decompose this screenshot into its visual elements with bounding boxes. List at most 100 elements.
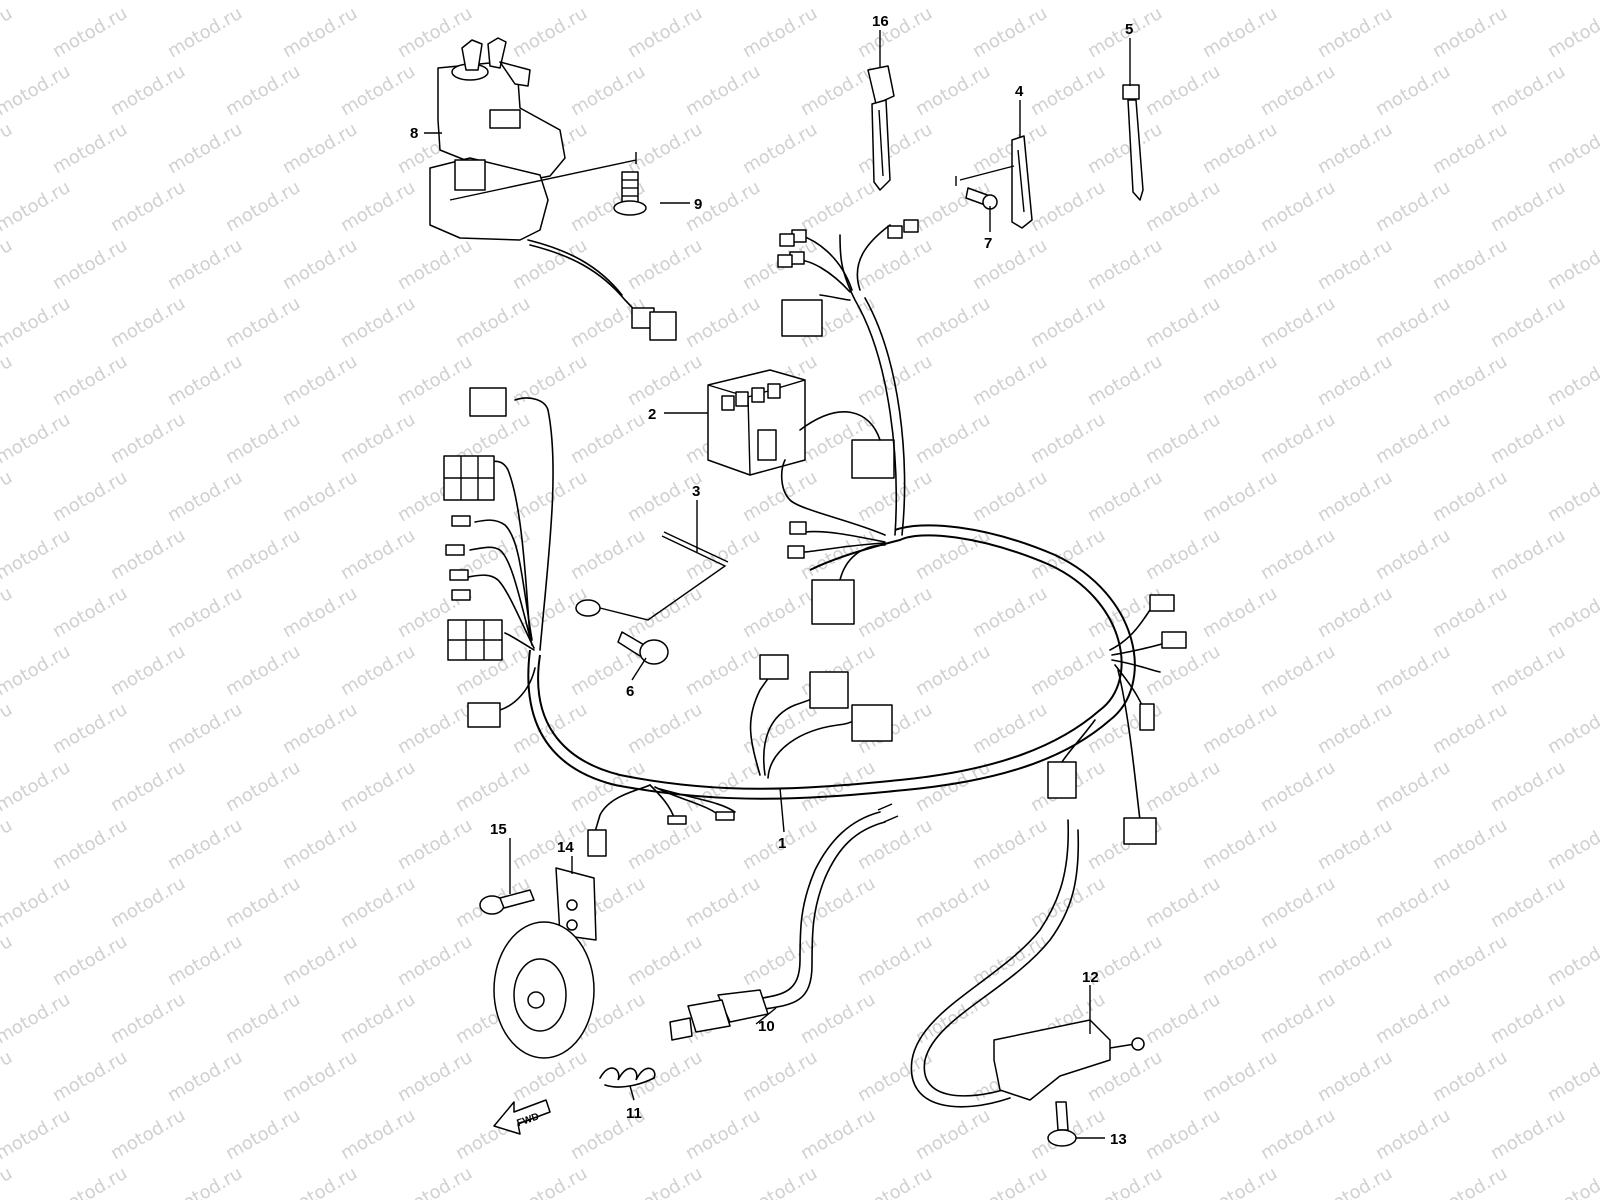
watermark-text: motod.ru bbox=[624, 583, 706, 642]
watermark-text: motod.ru bbox=[624, 931, 706, 990]
control-unit-2 bbox=[707, 369, 806, 476]
watermark-text: motod.ru bbox=[49, 467, 131, 526]
watermark-text: motod.ru bbox=[739, 3, 821, 62]
watermark-text: motod.ru bbox=[567, 525, 649, 584]
watermark-text: motod.ru bbox=[912, 177, 994, 236]
watermark-text: motod.ru bbox=[1544, 467, 1600, 526]
watermark-text: motod.ru bbox=[1544, 1163, 1600, 1200]
watermark-text: motod.ru bbox=[1544, 351, 1600, 410]
watermark-text: motod.ru bbox=[739, 119, 821, 178]
watermark-text: motod.ru bbox=[49, 931, 131, 990]
watermark-text: motod.ru bbox=[107, 293, 189, 352]
watermark-text: motod.ru bbox=[797, 1105, 879, 1164]
watermark-text: motod.ru bbox=[682, 873, 764, 932]
key-16 bbox=[867, 65, 895, 191]
watermark-text: motod.ru bbox=[1084, 119, 1166, 178]
spring-11 bbox=[599, 1067, 656, 1088]
watermark-text: motod.ru bbox=[279, 3, 361, 62]
watermark-text: motod.ru bbox=[1372, 409, 1454, 468]
watermark-text: motod.ru bbox=[279, 467, 361, 526]
watermark-text: motod.ru bbox=[0, 757, 74, 816]
watermark-text: motod.ru bbox=[164, 235, 246, 294]
watermark-text: motod.ru bbox=[1199, 583, 1281, 642]
watermark-text: motod.ru bbox=[912, 409, 994, 468]
watermark-text: motod.ru bbox=[854, 1163, 936, 1200]
watermark-text: motod.ru bbox=[1429, 351, 1511, 410]
watermark-text: motod.ru bbox=[1027, 293, 1109, 352]
watermark-text: motod.ru bbox=[107, 873, 189, 932]
watermark-text: motod.ru bbox=[394, 351, 476, 410]
watermark-text: motod.ru bbox=[0, 177, 74, 236]
watermark-text: motod.ru bbox=[682, 293, 764, 352]
cable-tie-5 bbox=[1122, 84, 1144, 201]
watermark-text: motod.ru bbox=[1199, 1047, 1281, 1106]
watermark-text: motod.ru bbox=[394, 1163, 476, 1200]
callout-7: 7 bbox=[984, 235, 992, 252]
side-stand-switch-12 bbox=[910, 819, 1145, 1108]
watermark-text: motod.ru bbox=[107, 525, 189, 584]
watermark-text: motod.ru bbox=[1429, 931, 1511, 990]
watermark-text: motod.ru bbox=[854, 3, 936, 62]
watermark-text: motod.ru bbox=[0, 351, 16, 410]
watermark-text: motod.ru bbox=[1429, 1163, 1511, 1200]
watermark-text: motod.ru bbox=[969, 235, 1051, 294]
watermark-text: motod.ru bbox=[279, 119, 361, 178]
watermark-text: motod.ru bbox=[969, 815, 1051, 874]
watermark-text: motod.ru bbox=[164, 931, 246, 990]
bolt-15 bbox=[479, 889, 535, 915]
watermark-text: motod.ru bbox=[1372, 1105, 1454, 1164]
watermark-text: motod.ru bbox=[0, 525, 74, 584]
watermark-text: motod.ru bbox=[1544, 931, 1600, 990]
watermark-text: motod.ru bbox=[509, 3, 591, 62]
leader-lines bbox=[424, 30, 1131, 1139]
watermark-text: motod.ru bbox=[279, 351, 361, 410]
watermark-text: motod.ru bbox=[394, 235, 476, 294]
watermark-text: motod.ru bbox=[1487, 409, 1569, 468]
watermark-text: motod.ru bbox=[1199, 815, 1281, 874]
watermark-text: motod.ru bbox=[1142, 61, 1224, 120]
watermark-text: motod.ru bbox=[0, 583, 16, 642]
watermark-text: motod.ru bbox=[1487, 1105, 1569, 1164]
watermark-text: motod.ru bbox=[1372, 757, 1454, 816]
callout-4: 4 bbox=[1015, 83, 1024, 100]
watermark-text: motod.ru bbox=[912, 525, 994, 584]
watermark-text: motod.ru bbox=[222, 641, 304, 700]
watermark-text: motod.ru bbox=[0, 61, 74, 120]
watermark-text: motod.ru bbox=[279, 1047, 361, 1106]
watermark-text: motod.ru bbox=[1314, 699, 1396, 758]
watermark-text: motod.ru bbox=[0, 989, 74, 1048]
watermark-text: motod.ru bbox=[222, 293, 304, 352]
watermark-text: motod.ru bbox=[1544, 815, 1600, 874]
watermark-text: motod.ru bbox=[0, 1105, 74, 1164]
watermark-text: motod.ru bbox=[1257, 641, 1339, 700]
watermark-text: motod.ru bbox=[337, 757, 419, 816]
watermark-text: motod.ru bbox=[337, 409, 419, 468]
watermark-text: motod.ru bbox=[1027, 641, 1109, 700]
watermark-text: motod.ru bbox=[624, 3, 706, 62]
watermark-text: motod.ru bbox=[164, 119, 246, 178]
watermark-text: motod.ru bbox=[1084, 1163, 1166, 1200]
watermark-text: motod.ru bbox=[1084, 235, 1166, 294]
watermark-text: motod.ru bbox=[969, 1163, 1051, 1200]
watermark-text: motod.ru bbox=[452, 293, 534, 352]
watermark-text: motod.ru bbox=[0, 119, 16, 178]
watermark-text: motod.ru bbox=[1027, 409, 1109, 468]
watermark-text: motod.ru bbox=[624, 235, 706, 294]
watermark-text: motod.ru bbox=[1257, 757, 1339, 816]
callout-5: 5 bbox=[1125, 21, 1133, 38]
watermark-text: motod.ru bbox=[49, 583, 131, 642]
watermark-text: motod.ru bbox=[1027, 61, 1109, 120]
watermark-text: motod.ru bbox=[509, 235, 591, 294]
watermark-text: motod.ru bbox=[1487, 177, 1569, 236]
watermark-text: motod.ru bbox=[107, 1105, 189, 1164]
watermark-text: motod.ru bbox=[682, 525, 764, 584]
watermark-text: motod.ru bbox=[394, 815, 476, 874]
watermark-text: motod.ru bbox=[567, 409, 649, 468]
callout-16: 16 bbox=[872, 13, 889, 30]
callout-12: 12 bbox=[1082, 969, 1099, 986]
watermark-text: motod.ru bbox=[164, 467, 246, 526]
watermark-text: motod.ru bbox=[49, 699, 131, 758]
bolt-9 bbox=[613, 171, 647, 216]
watermark-text: motod.ru bbox=[1142, 757, 1224, 816]
watermark-text: motod.ru bbox=[1027, 177, 1109, 236]
